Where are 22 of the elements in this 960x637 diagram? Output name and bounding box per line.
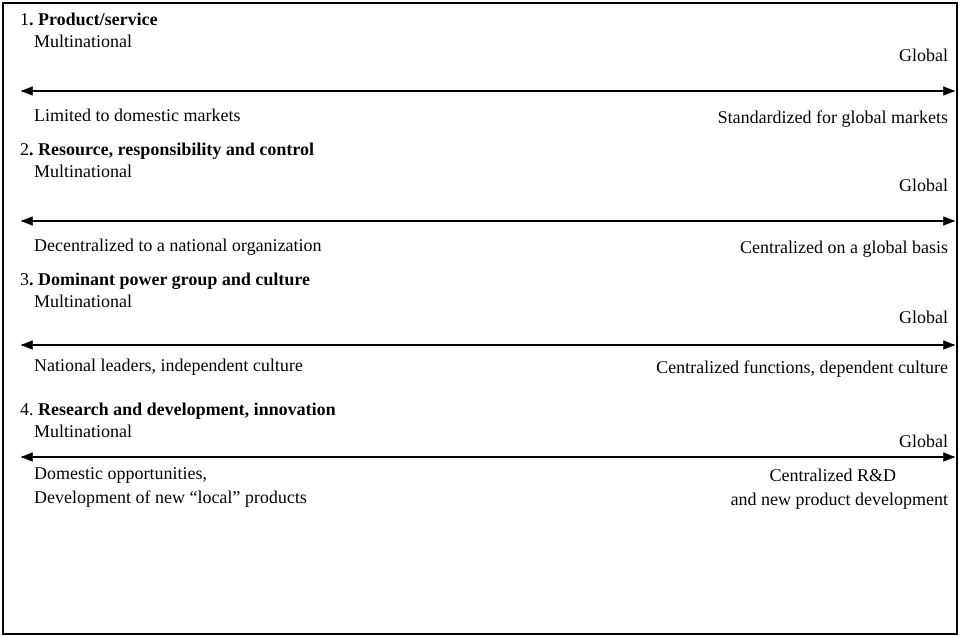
- scale-label: Multinational: [34, 290, 132, 312]
- scale-label: Standardized for global markets: [718, 106, 948, 128]
- scale-label: Centralized functions, dependent culture: [656, 356, 948, 378]
- scale-label: Centralized R&D: [770, 464, 896, 486]
- scale-label: Domestic opportunities,: [34, 462, 207, 484]
- scale-label: Decentralized to a national organization: [34, 234, 322, 256]
- scale-label: Multinational: [34, 420, 132, 442]
- scale-label: Centralized on a global basis: [740, 236, 948, 258]
- section-heading: 3. Dominant power group and culture: [20, 268, 310, 290]
- scale-label: Global: [899, 306, 948, 328]
- scale-label: Multinational: [34, 160, 132, 182]
- scale-label: National leaders, independent culture: [34, 354, 303, 376]
- section-heading: 2. Resource, responsibility and control: [20, 138, 314, 160]
- scale-label: Global: [899, 430, 948, 452]
- scale-label: Development of new “local” products: [34, 486, 307, 508]
- section-heading: 4. Research and development, innovation: [20, 398, 336, 420]
- scale-label: and new product development: [730, 488, 948, 510]
- scale-label: Global: [899, 44, 948, 66]
- section-heading: 1. Product/service: [20, 8, 158, 30]
- scale-label: Limited to domestic markets: [34, 104, 240, 126]
- scale-label: Multinational: [34, 30, 132, 52]
- scale-label: Global: [899, 174, 948, 196]
